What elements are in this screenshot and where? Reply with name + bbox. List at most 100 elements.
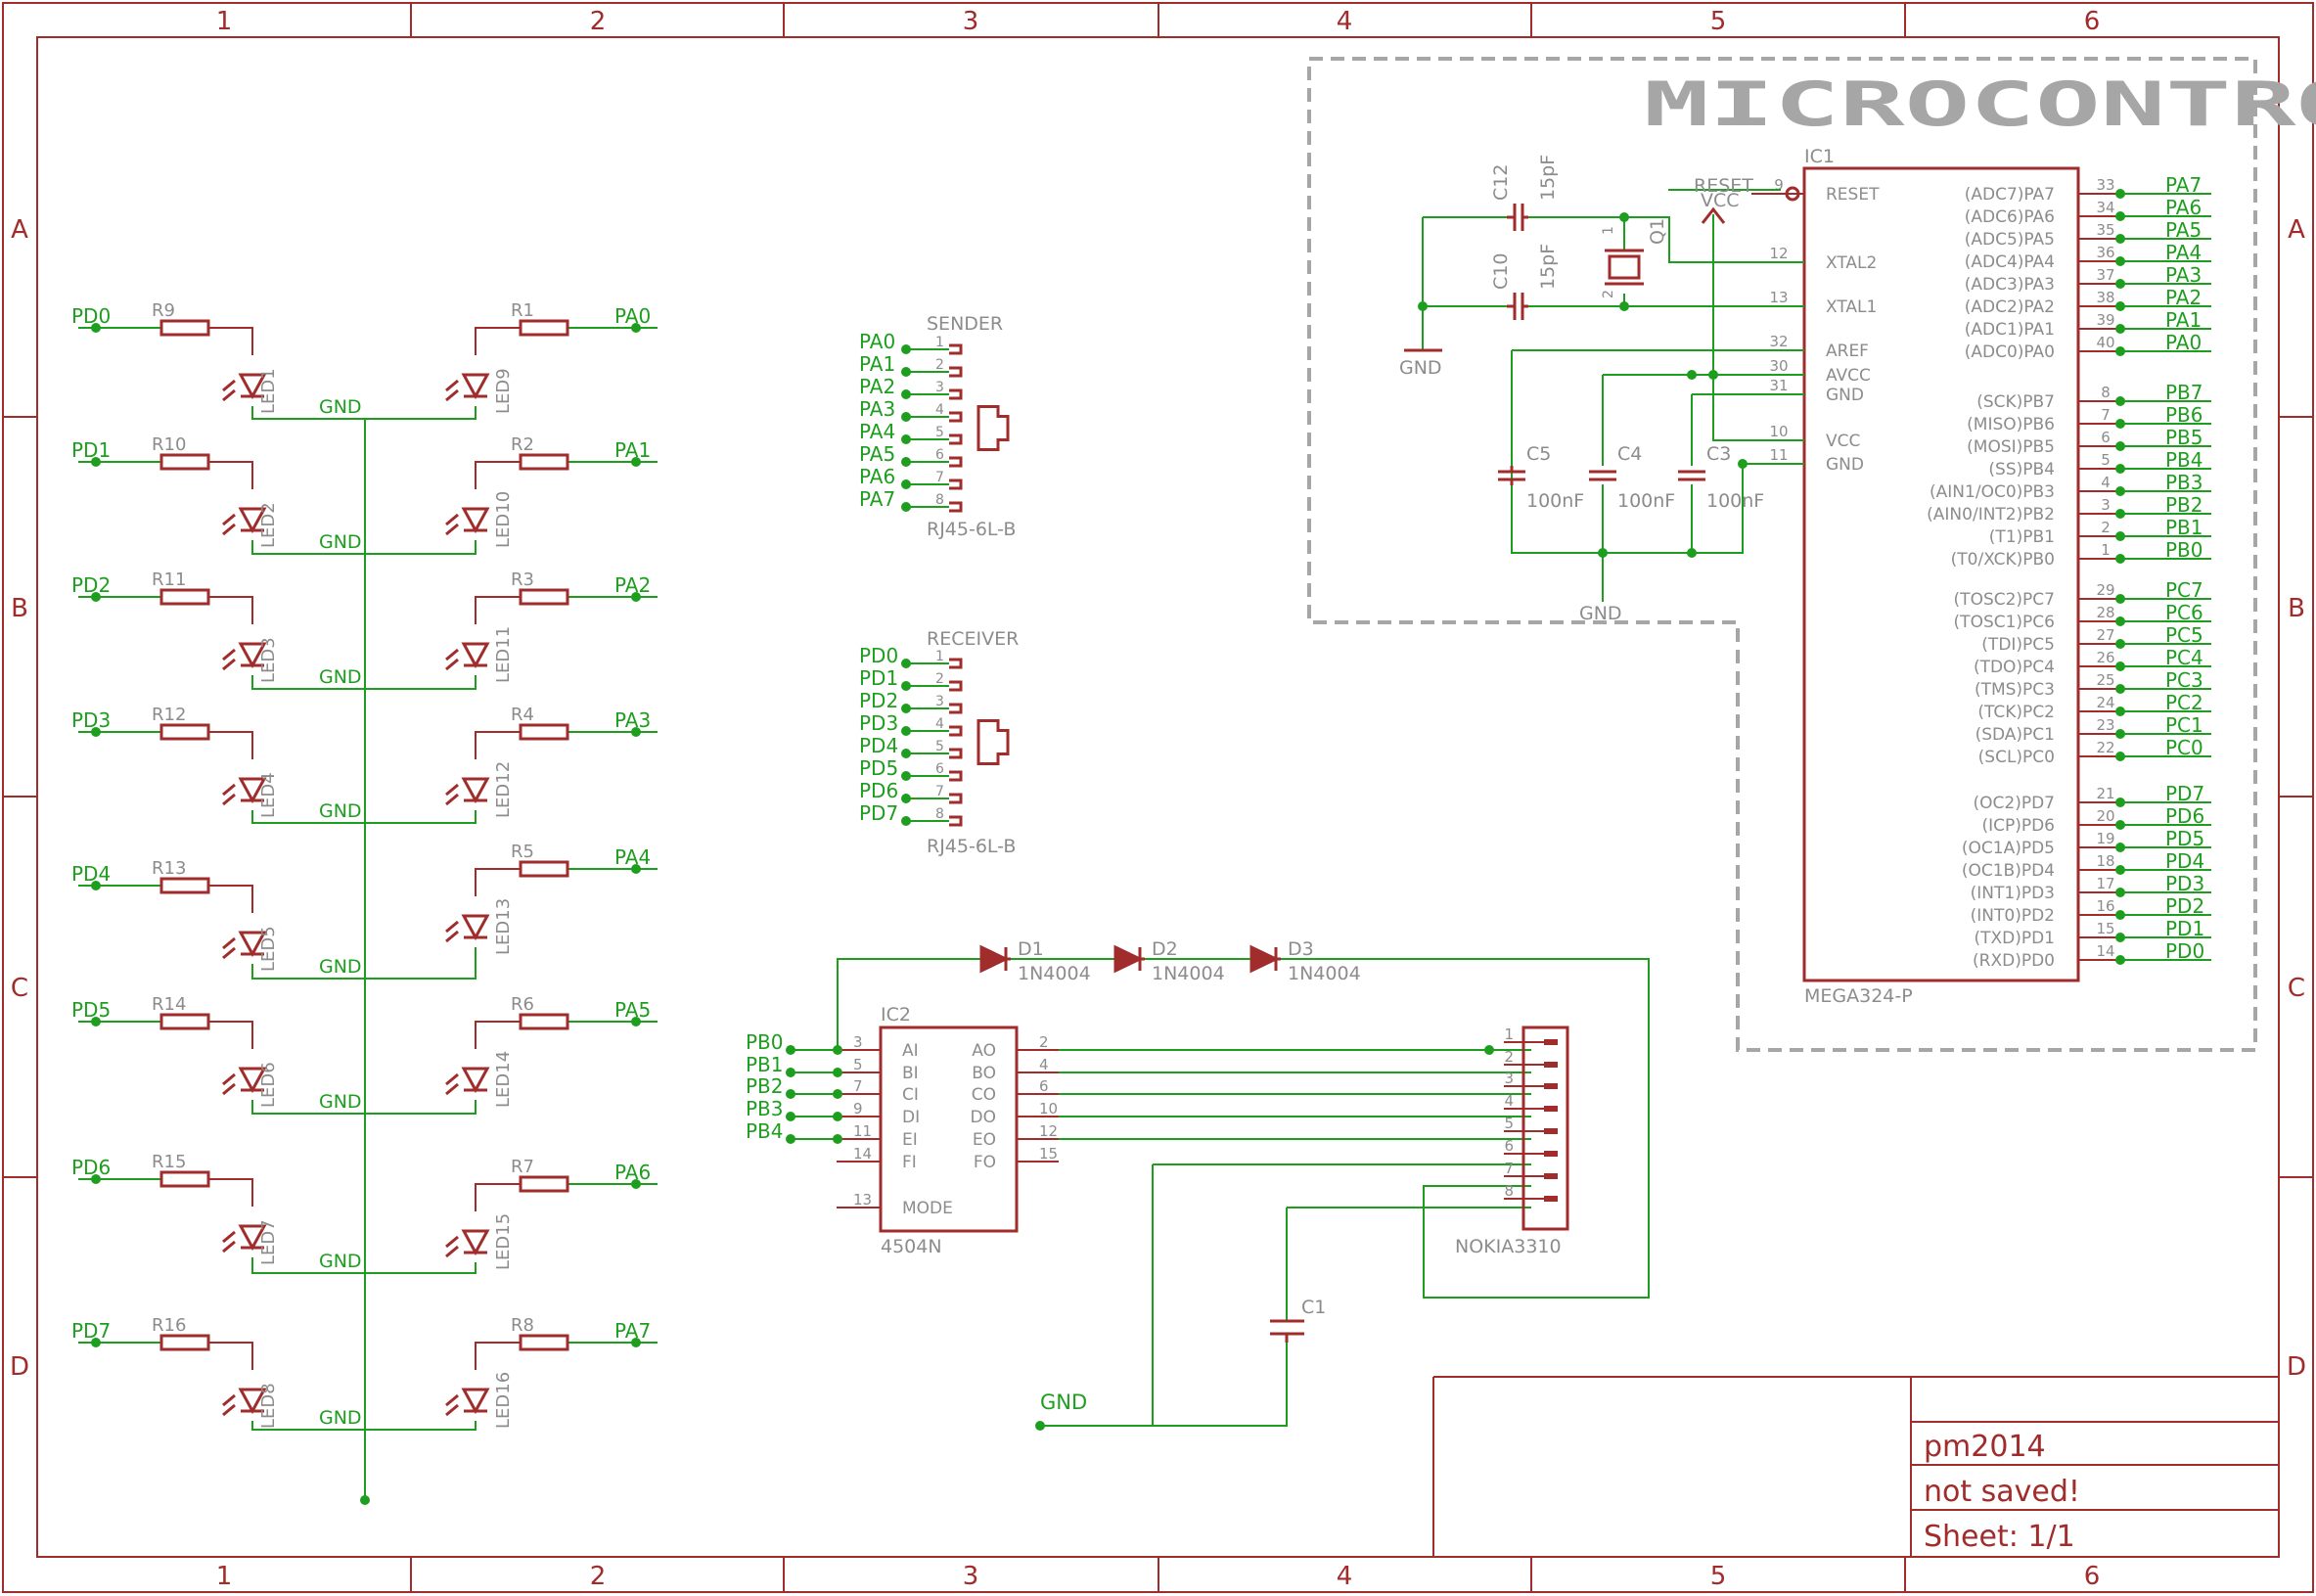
- rj-pin-number: 3: [935, 380, 944, 395]
- col-bot-1: 1: [216, 1562, 233, 1591]
- rj-net-label: PD1: [859, 666, 898, 690]
- ic1-right-pin-net: PB5: [2165, 426, 2203, 449]
- resistor-body: [519, 860, 569, 878]
- c3-value: 100nF: [1706, 490, 1764, 512]
- led-right-link: [475, 327, 521, 355]
- ic1-right-pin-junction: [2115, 554, 2125, 564]
- resistor-body: [519, 453, 569, 471]
- lcd-pin-number: 2: [1504, 1048, 1514, 1066]
- bottom-gnd-label: GND: [1040, 1391, 1087, 1414]
- led-left-net: PD4: [71, 862, 111, 886]
- ic1-right-pin-name: (TXD)PD1: [1974, 929, 2055, 948]
- ic1-right-pin-number: 2: [2101, 519, 2111, 536]
- led-left-input-junction: [91, 1338, 101, 1347]
- mcu-section-border: [1307, 57, 2257, 1052]
- ic1-right-pin-junction: [2115, 234, 2125, 244]
- ic2-input-number: 5: [853, 1056, 863, 1073]
- rj-net-label: PA4: [859, 420, 895, 443]
- rj-pin-number: 6: [935, 447, 944, 463]
- lcd-pin-contact: [1544, 1151, 1558, 1157]
- led-gnd-bus-end: [360, 1495, 370, 1505]
- c1-name: C1: [1301, 1297, 1326, 1318]
- led-left-name: LED5: [258, 926, 279, 972]
- rj-pin-number: 4: [935, 716, 944, 732]
- led-gnd-label: GND: [319, 956, 362, 978]
- resistor-body: [159, 319, 210, 337]
- lcd-pin-contact: [1544, 1196, 1558, 1202]
- ic1-right-pin-number: 36: [2096, 244, 2114, 261]
- ic1-right-pin-net: PA2: [2165, 286, 2202, 309]
- rj-pin-contact: [949, 680, 963, 692]
- led-left-link: [208, 885, 253, 913]
- ic1-right-pin-junction: [2115, 396, 2125, 406]
- ic1-right-pin-number: 34: [2096, 199, 2114, 216]
- led-left-name: LED7: [258, 1219, 279, 1265]
- ic1-right-pin-junction: [2115, 346, 2125, 356]
- rj-pin-number: 8: [935, 806, 944, 822]
- ic2-input-pin: DI: [902, 1108, 920, 1127]
- d3-name: D3: [1288, 938, 1314, 960]
- led-right-link: [475, 1021, 521, 1049]
- ic1-left-pin-number: 11: [1769, 446, 1788, 464]
- ic1-right-pin-junction: [2115, 843, 2125, 852]
- ic2-value: 4504N: [881, 1236, 942, 1257]
- rj-pin-contact: [949, 411, 963, 423]
- row-left-B: B: [11, 594, 28, 623]
- rj-pin-junction: [901, 502, 911, 512]
- ic1-right-pin-number: 3: [2101, 496, 2111, 514]
- col-top-1: 1: [216, 7, 233, 36]
- d2-name: D2: [1152, 938, 1178, 960]
- ic1-right-pin-net: PB4: [2165, 448, 2203, 472]
- rj-pin-number: 5: [935, 425, 944, 440]
- led-right-resistor-name: R3: [511, 570, 534, 590]
- ic1-right-pin-number: 8: [2101, 384, 2111, 401]
- led-left-resistor-name: R13: [152, 858, 186, 879]
- ic1-right-pin-number: 16: [2096, 897, 2114, 915]
- c4-value: 100nF: [1617, 490, 1675, 512]
- rj-net-label: PD3: [859, 711, 898, 735]
- ic1-right-pin-junction: [2115, 820, 2125, 830]
- led-arrows: [445, 1235, 459, 1258]
- led-right-resistor-name: R8: [511, 1315, 534, 1336]
- led-left-net: PD3: [71, 708, 111, 732]
- led-left-resistor-name: R11: [152, 570, 186, 590]
- ic2-input-number: 11: [853, 1122, 872, 1140]
- rj-pin-number: 3: [935, 694, 944, 709]
- ic1-right-pin-number: 33: [2096, 176, 2114, 194]
- ic2-input-junction: [786, 1112, 795, 1121]
- ic1-right-pin-junction: [2115, 419, 2125, 429]
- ic2-input-tap: [833, 1045, 842, 1055]
- ic1-left-pin-number: 10: [1769, 423, 1788, 440]
- ic2-input-net: PB2: [746, 1074, 784, 1098]
- diodes: [979, 944, 1281, 974]
- ic1-right-pin-name: (SCL)PC0: [1978, 748, 2055, 767]
- ic1-right-pin-net: PB2: [2165, 493, 2203, 517]
- led-right-net: PA2: [614, 573, 651, 597]
- lcd-pin-number: 8: [1504, 1182, 1514, 1200]
- ic1-right-pin-number: 18: [2096, 852, 2114, 870]
- ic1-right-pin-number: 1: [2101, 541, 2111, 559]
- rj-pin-contact: [949, 343, 963, 355]
- title-project: pm2014: [1924, 1430, 2046, 1464]
- ic2-input-net: PB4: [746, 1119, 784, 1143]
- c5-name: C5: [1526, 443, 1551, 465]
- mcu-junctions: [1418, 212, 1748, 558]
- ic1-right-pin-number: 20: [2096, 807, 2114, 825]
- ic2-output-number: 4: [1039, 1056, 1049, 1073]
- rj-pin-number: 7: [935, 784, 944, 799]
- led-left-link: [208, 1021, 253, 1049]
- led-gnd-label: GND: [319, 396, 362, 418]
- led-gnd-label: GND: [319, 1251, 362, 1272]
- ic1-right-pin-junction: [2115, 616, 2125, 626]
- ic1-right-pin-name: (AIN0/INT2)PB2: [1927, 505, 2055, 524]
- ic1-right-pin-number: 23: [2096, 716, 2114, 734]
- led-left-name: LED1: [258, 368, 279, 414]
- rj-pin-number: 8: [935, 492, 944, 508]
- rj-pin-contact: [949, 793, 963, 804]
- rj-pin-contact: [949, 479, 963, 490]
- resistor-body: [519, 319, 569, 337]
- c3-name: C3: [1706, 443, 1731, 465]
- ic1-right-pin-name: (MOSI)PB5: [1967, 437, 2055, 457]
- lcd-pin-contact: [1544, 1062, 1558, 1068]
- led-right-gnd-wire: [365, 810, 477, 824]
